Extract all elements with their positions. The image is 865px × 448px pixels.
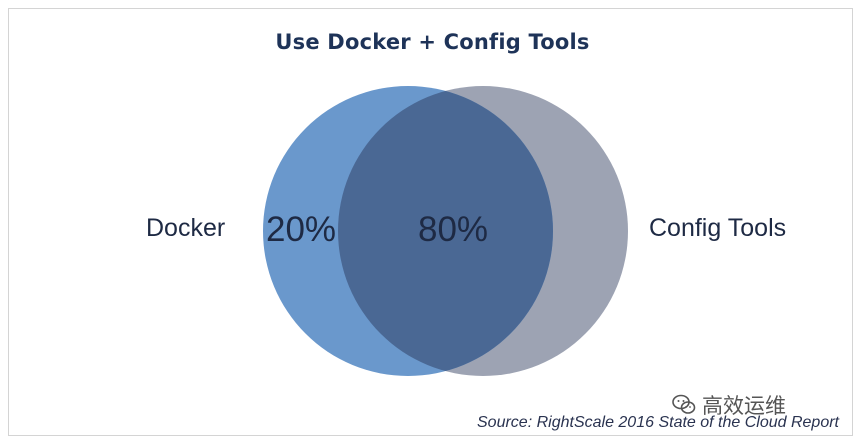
source-citation: Source: RightScale 2016 State of the Clo… (477, 414, 839, 431)
overlap-value: 80% (418, 210, 489, 249)
watermark: 高效运维 (672, 390, 786, 420)
overlap-region (338, 86, 553, 376)
config-tools-label: Config Tools (649, 214, 787, 242)
docker-only-value: 20% (266, 210, 337, 249)
diagram-title: Use Docker + Config Tools (275, 30, 590, 54)
watermark-text: 高效运维 (702, 394, 786, 418)
wechat-icon (672, 394, 696, 414)
docker-label: Docker (146, 214, 226, 242)
